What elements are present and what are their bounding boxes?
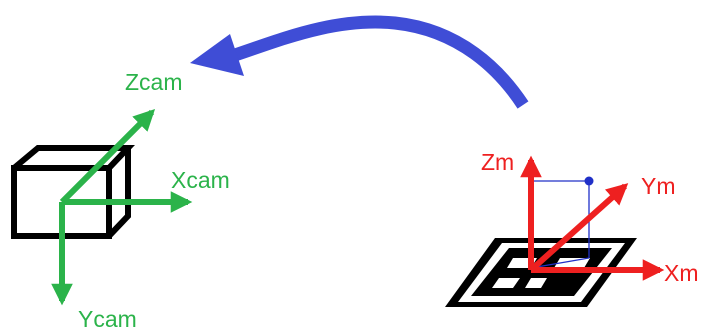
ym-axis: [529, 183, 629, 273]
xm-label: Xm: [664, 260, 699, 286]
transform-arrow: [190, 15, 529, 109]
camera-axes: [51, 108, 193, 306]
marker-axes: [520, 155, 665, 281]
ym-label: Ym: [641, 173, 676, 199]
xcam-label: Xcam: [171, 167, 230, 193]
transform-arrow-body: [232, 15, 529, 109]
projection-point: [584, 176, 594, 186]
zcam-axis: [59, 108, 156, 205]
zm-label: Zm: [481, 149, 514, 175]
ycam-label: Ycam: [78, 306, 137, 329]
transform-arrowhead: [190, 34, 244, 76]
zcam-label: Zcam: [125, 69, 183, 95]
